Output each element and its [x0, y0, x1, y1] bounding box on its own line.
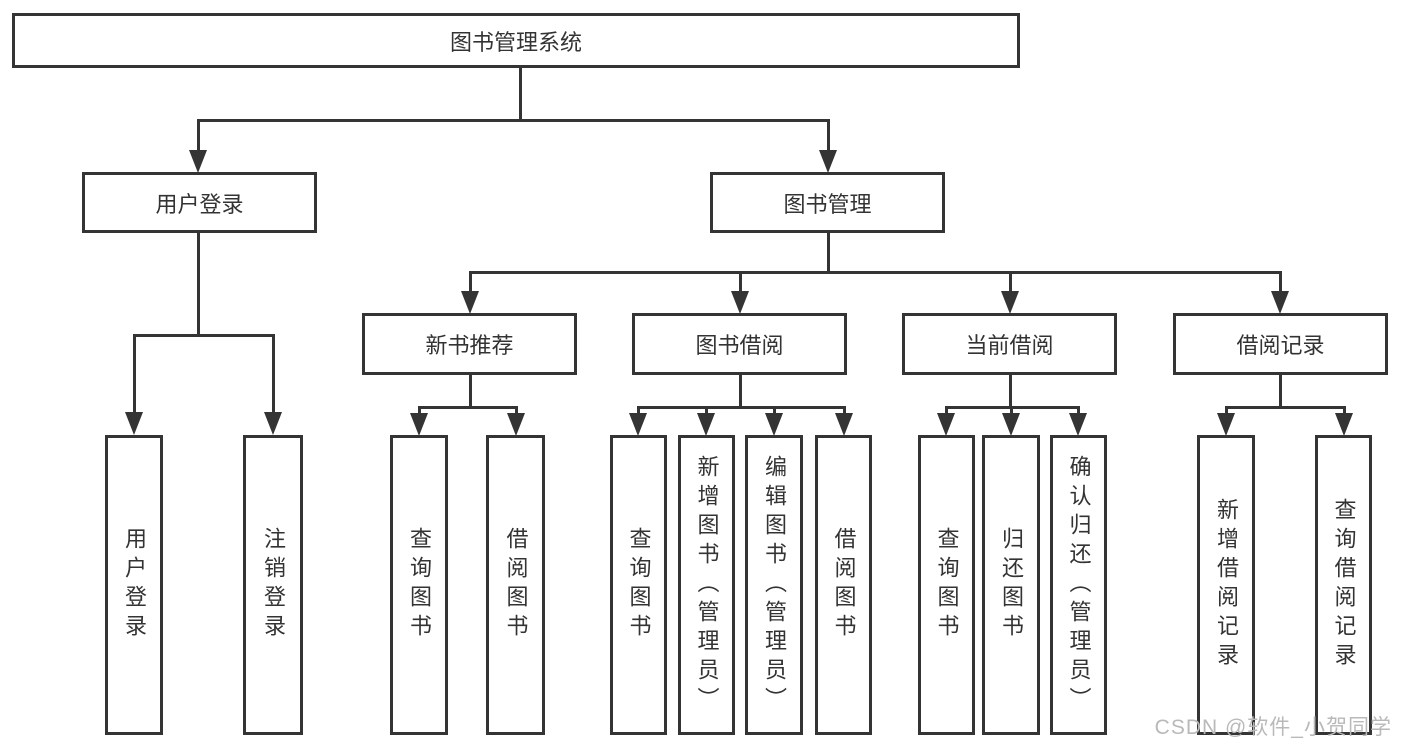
arrow-down-icon [1335, 413, 1353, 436]
connector-vline [1224, 406, 1228, 416]
leaf-add-books-admin: 新增图书（管理员） [678, 435, 735, 735]
node-book-management: 图书管理 [710, 172, 945, 233]
leaf-logout: 注销登录 [243, 435, 303, 735]
connector-hline [417, 406, 518, 409]
leaf-add-borrow-record: 新增借阅记录 [1197, 435, 1255, 735]
node-label: 查询图书 [626, 527, 652, 643]
node-label: 确认归还（管理员） [1066, 454, 1092, 716]
node-label: 用户登录 [155, 191, 244, 217]
connector-vline [1076, 406, 1080, 416]
connector-vline [772, 406, 776, 416]
arrow-down-icon [410, 413, 428, 436]
connector-vline [196, 119, 200, 152]
leaf-confirm-return-admin: 确认归还（管理员） [1050, 435, 1107, 735]
connector-vline [1009, 406, 1013, 416]
connector-vline [518, 68, 522, 122]
connector-vline [1342, 406, 1346, 416]
node-label: 当前借阅 [965, 333, 1054, 358]
node-label: 新增图书（管理员） [694, 454, 720, 716]
node-label: 新增借阅记录 [1214, 498, 1239, 672]
connector-vline [514, 406, 518, 416]
node-label: 编辑图书（管理员） [762, 454, 787, 716]
arrow-down-icon [819, 150, 837, 173]
node-label: 新书推荐 [425, 333, 514, 358]
connector-vline [132, 334, 136, 414]
node-current-borrowing: 当前借阅 [902, 313, 1117, 375]
arrow-down-icon [507, 413, 525, 436]
leaf-query-books-recommend: 查询图书 [390, 435, 448, 735]
connector-vline [738, 375, 742, 408]
node-user-login: 用户登录 [82, 172, 317, 233]
connector-vline [738, 271, 742, 294]
connector-vline [636, 406, 640, 416]
node-label: 查询图书 [934, 527, 960, 643]
arrow-down-icon [1001, 291, 1019, 314]
node-label: 借阅记录 [1236, 333, 1325, 358]
connector-vline [842, 406, 846, 416]
connector-vline [944, 406, 948, 416]
arrow-down-icon [125, 412, 143, 435]
connector-vline [468, 375, 472, 408]
node-new-book-recommend: 新书推荐 [362, 313, 577, 375]
node-library-system: 图书管理系统 [12, 13, 1020, 68]
node-label: 图书管理 [783, 191, 872, 217]
leaf-query-books-current: 查询图书 [918, 435, 975, 735]
node-label: 归还图书 [999, 527, 1024, 643]
connector-hline [196, 119, 830, 122]
leaf-query-borrow-record: 查询借阅记录 [1315, 435, 1372, 735]
arrow-down-icon [461, 291, 479, 314]
connector-vline [1008, 271, 1012, 294]
connector-vline [826, 119, 830, 152]
connector-hline [468, 271, 1282, 274]
arrow-down-icon [697, 413, 715, 436]
node-label: 图书借阅 [695, 333, 784, 358]
connector-hline [132, 334, 275, 337]
arrow-down-icon [1069, 413, 1087, 436]
arrow-down-icon [835, 413, 853, 436]
node-label: 图书管理系统 [449, 29, 582, 55]
node-label: 查询图书 [407, 527, 432, 643]
arrow-down-icon [264, 412, 282, 435]
connector-vline [826, 233, 830, 274]
arrow-down-icon [937, 413, 955, 436]
connector-vline [1008, 375, 1012, 408]
node-book-borrowing: 图书借阅 [632, 313, 847, 375]
connector-vline [271, 334, 275, 414]
node-label: 查询借阅记录 [1331, 498, 1357, 672]
connector-vline [704, 406, 708, 416]
node-label: 借阅图书 [831, 527, 857, 643]
leaf-user-login: 用户登录 [105, 435, 163, 735]
leaf-borrow-books-borrowing: 借阅图书 [815, 435, 872, 735]
leaf-return-books: 归还图书 [982, 435, 1040, 735]
leaf-edit-books-admin: 编辑图书（管理员） [745, 435, 803, 735]
leaf-query-books-borrowing: 查询图书 [610, 435, 667, 735]
arrow-down-icon [1271, 291, 1289, 314]
arrow-down-icon [731, 291, 749, 314]
node-label: 借阅图书 [503, 527, 529, 643]
arrow-down-icon [1217, 413, 1235, 436]
connector-hline [1224, 406, 1346, 409]
node-label: 注销登录 [261, 527, 286, 643]
arrow-down-icon [765, 413, 783, 436]
node-borrowing-records: 借阅记录 [1173, 313, 1388, 375]
arrow-down-icon [629, 413, 647, 436]
node-label: 用户登录 [122, 527, 147, 643]
connector-hline [636, 406, 846, 409]
arrow-down-icon [1002, 413, 1020, 436]
connector-vline [468, 271, 472, 294]
connector-vline [417, 406, 421, 416]
connector-vline [1278, 271, 1282, 294]
leaf-borrow-books-recommend: 借阅图书 [486, 435, 545, 735]
arrow-down-icon [189, 150, 207, 173]
connector-vline [196, 233, 200, 337]
connector-vline [1278, 375, 1282, 408]
csdn-watermark: CSDN @软件_小贺同学 [1154, 716, 1392, 739]
